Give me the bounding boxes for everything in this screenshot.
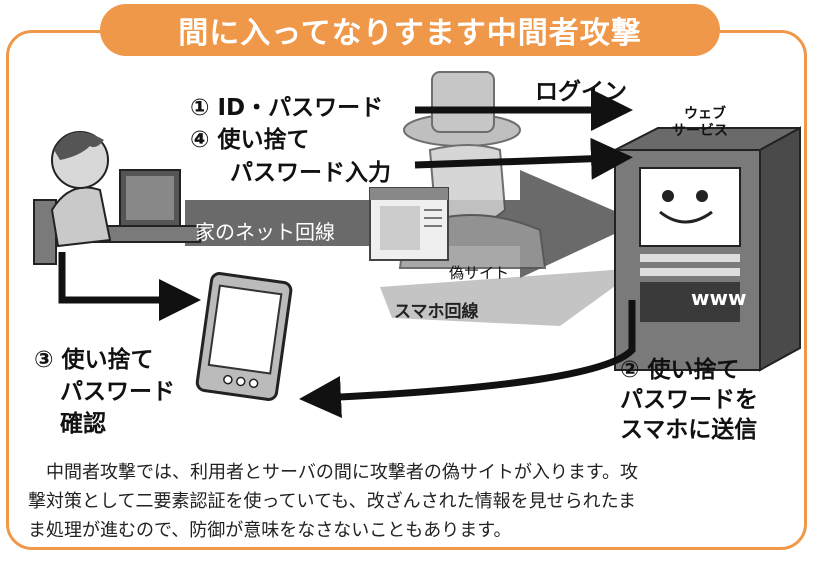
fake-site-card: [369, 187, 449, 261]
step2-label-line1: ② 使い捨て: [620, 357, 740, 383]
explanation-line2: 撃対策として二要素認証を使っていても、改ざんされた情報を見せられたま: [28, 491, 637, 512]
login-label: ログイン: [535, 79, 627, 105]
explanation-line1: 中間者攻撃では、利用者とサーバの間に攻撃者の偽サイトが入ります。攻: [28, 462, 639, 483]
server-www-label: www: [691, 286, 747, 310]
step2-label-line3: スマホに送信: [620, 417, 758, 443]
phone-line-label: スマホ回線: [394, 302, 479, 322]
step3-label-line1: ③ 使い捨て: [34, 347, 154, 373]
step1-label: ① ID・パスワード: [190, 95, 384, 121]
step4-arrow: [414, 137, 633, 180]
step4-label-line1: ④ 使い捨て: [190, 127, 310, 153]
smartphone: [195, 272, 293, 401]
explanation-text: 中間者攻撃では、利用者とサーバの間に攻撃者の偽サイトが入ります。攻 撃対策として…: [28, 458, 798, 545]
user-to-phone-arrow: [58, 252, 201, 321]
server-to-phone-arrow: [299, 300, 636, 419]
step4-label-line2: パスワード入力: [230, 160, 391, 186]
user-figure: [33, 131, 201, 265]
web-server: [614, 126, 801, 372]
phone-line-band: [380, 268, 640, 326]
step3-label-line2: パスワード: [60, 379, 175, 405]
explanation-line3: ま処理が進むので、防御が意味をなさないこともあります。: [28, 520, 512, 541]
page-title: 間に入ってなりすます中間者攻撃: [100, 4, 720, 56]
web-service-label-line2: サービス: [672, 123, 728, 139]
step2-label-line2: パスワードを: [620, 387, 758, 413]
web-service-label-line1: ウェブ: [684, 106, 726, 122]
home-line-label: 家のネット回線: [195, 220, 335, 244]
fake-site-label: 偽サイト: [449, 264, 510, 282]
step3-label-line3: 確認: [60, 411, 106, 437]
